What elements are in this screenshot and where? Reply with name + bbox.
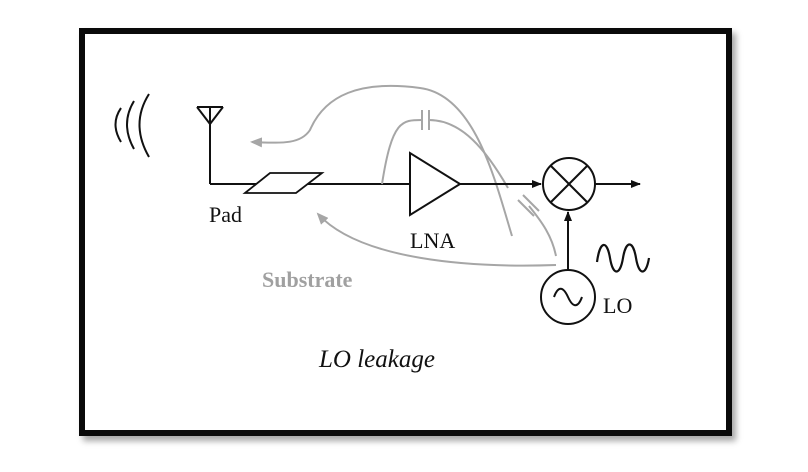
- diagram-frame: [79, 28, 732, 436]
- radiation-waves-icon: [114, 93, 150, 158]
- pad-label: Pad: [209, 202, 242, 227]
- substrate-label: Substrate: [262, 267, 353, 292]
- oscillator-icon: [540, 269, 596, 325]
- bond-pad: [242, 172, 325, 194]
- sine-wave-icon: [595, 243, 651, 273]
- leakage-paths: [250, 84, 557, 267]
- mixer-icon: [542, 157, 596, 211]
- antenna-icon: [196, 106, 224, 184]
- lo-label: LO: [603, 293, 632, 318]
- amplifier-icon: [409, 151, 462, 217]
- lna-label: LNA: [410, 228, 455, 253]
- caption: LO leakage: [318, 346, 435, 373]
